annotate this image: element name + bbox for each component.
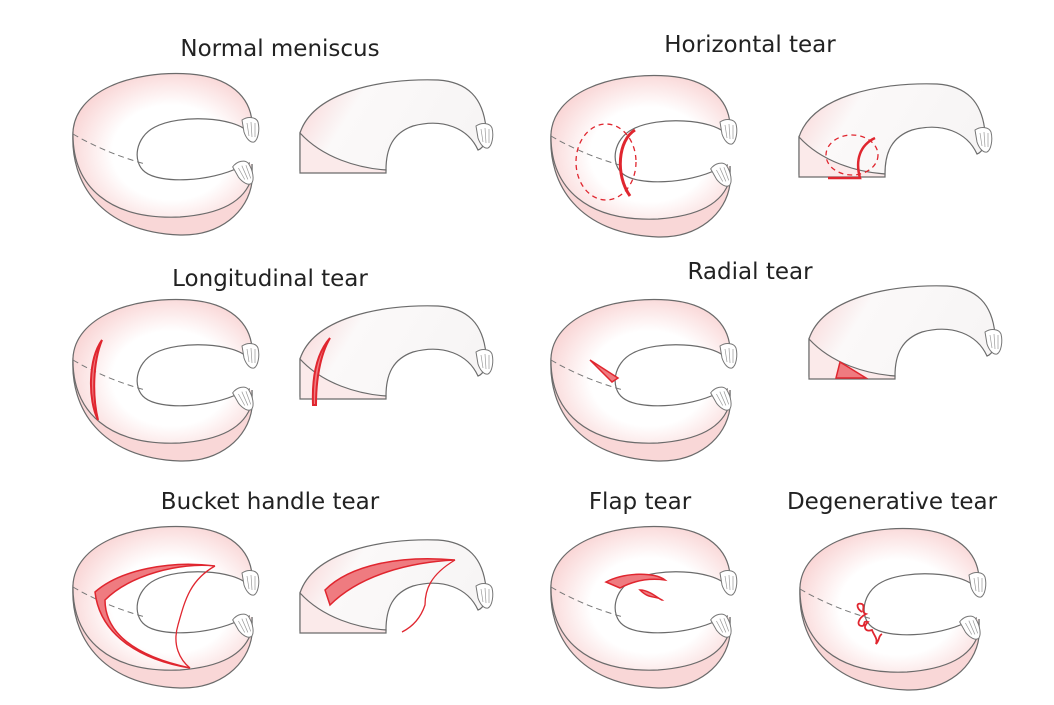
radial-tear-full (551, 300, 737, 461)
bucket-handle-tear-full (73, 527, 259, 688)
title-longitudinal-tear: Longitudinal tear (172, 266, 368, 292)
title-bucket-handle-tear: Bucket handle tear (160, 489, 380, 515)
longitudinal-tear-full (73, 300, 259, 461)
radial-tear-half (809, 286, 1002, 379)
degenerative-tear-full (800, 529, 986, 690)
longitudinal-tear-half (300, 306, 493, 406)
horizontal-tear-half (799, 84, 992, 180)
title-horizontal-tear: Horizontal tear (664, 32, 836, 58)
horizontal-tear-full (551, 76, 737, 237)
normal-meniscus-half (300, 80, 493, 173)
flap-tear-full (551, 527, 737, 688)
title-radial-tear: Radial tear (687, 259, 813, 285)
normal-meniscus-full (73, 74, 259, 235)
title-flap-tear: Flap tear (588, 489, 692, 515)
title-normal-meniscus: Normal meniscus (180, 36, 380, 62)
bucket-handle-tear-half (300, 540, 493, 633)
title-degenerative-tear: Degenerative tear (786, 489, 998, 515)
